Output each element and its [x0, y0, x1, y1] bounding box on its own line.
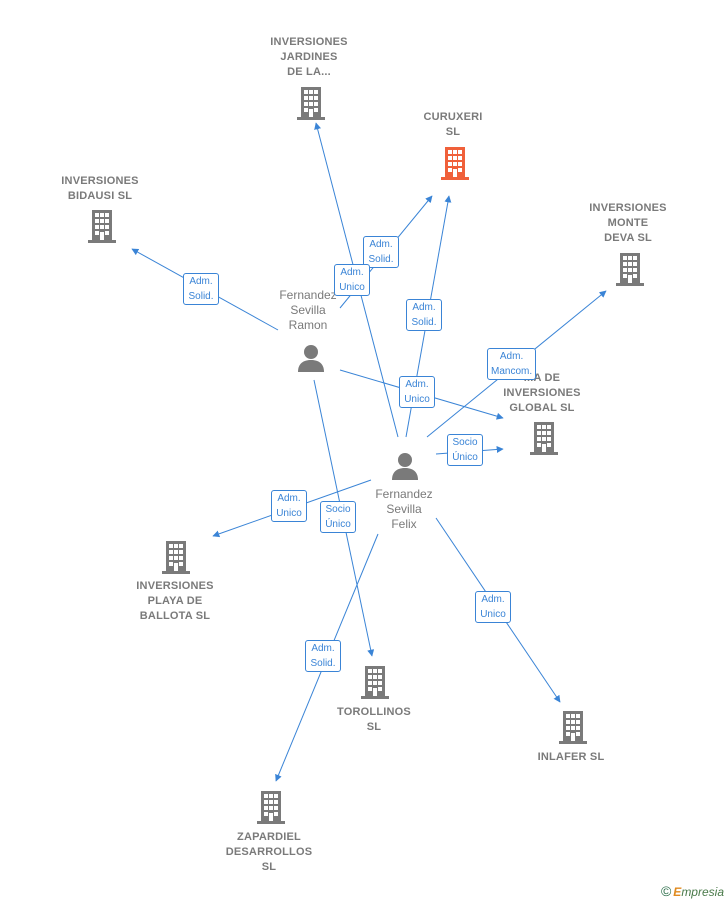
- building-icon: [86, 208, 118, 249]
- company-label: INVERSIONES JARDINES DE LA...: [270, 36, 348, 78]
- edge-label[interactable]: Adm. Solid.: [363, 236, 399, 268]
- company-label: INVERSIONES MONTE DEVA SL: [589, 202, 667, 244]
- building-icon: [614, 251, 646, 292]
- building-icon: [160, 539, 192, 580]
- building-icon: [557, 709, 589, 750]
- building-icon: [255, 789, 287, 830]
- brand-footer: ©Empresia: [661, 883, 724, 899]
- person-icon: [295, 342, 327, 379]
- edge-label[interactable]: Adm. Unico: [271, 490, 307, 522]
- building-icon: [359, 664, 391, 705]
- copyright-icon: ©: [660, 883, 672, 899]
- building-icon: [528, 420, 560, 461]
- company-label: INLAFER SL: [537, 751, 605, 763]
- edge-label[interactable]: Adm. Unico: [475, 591, 511, 623]
- company-label: INVERSIONES PLAYA DE BALLOTA SL: [136, 580, 214, 622]
- brand-name: mpresia: [681, 885, 724, 899]
- company-label: TOROLLINOS SL: [337, 706, 411, 733]
- company-label: INVERSIONES BIDAUSI SL: [61, 175, 139, 202]
- person-label: Fernandez Sevilla Ramon: [279, 288, 337, 332]
- edge-label[interactable]: Adm. Solid.: [406, 299, 442, 331]
- building-icon: [295, 85, 327, 126]
- edge-label[interactable]: Adm. Solid.: [305, 640, 341, 672]
- building-icon: [439, 145, 471, 186]
- edge-label[interactable]: Adm. Unico: [334, 264, 370, 296]
- person-icon: [389, 450, 421, 487]
- edge-label[interactable]: Adm. Solid.: [183, 273, 219, 305]
- company-label: ...A DE INVERSIONES GLOBAL SL: [503, 372, 581, 414]
- company-label: CURUXERI SL: [423, 111, 483, 138]
- brand-initial: E: [673, 885, 682, 899]
- edge-label[interactable]: Socio Único: [320, 501, 356, 533]
- person-label: Fernandez Sevilla Felix: [375, 487, 433, 531]
- edge-label[interactable]: Socio Único: [447, 434, 483, 466]
- edge-label[interactable]: Adm. Unico: [399, 376, 435, 408]
- company-label: ZAPARDIEL DESARROLLOS SL: [225, 831, 313, 873]
- edge-label[interactable]: Adm. Mancom.: [487, 348, 537, 380]
